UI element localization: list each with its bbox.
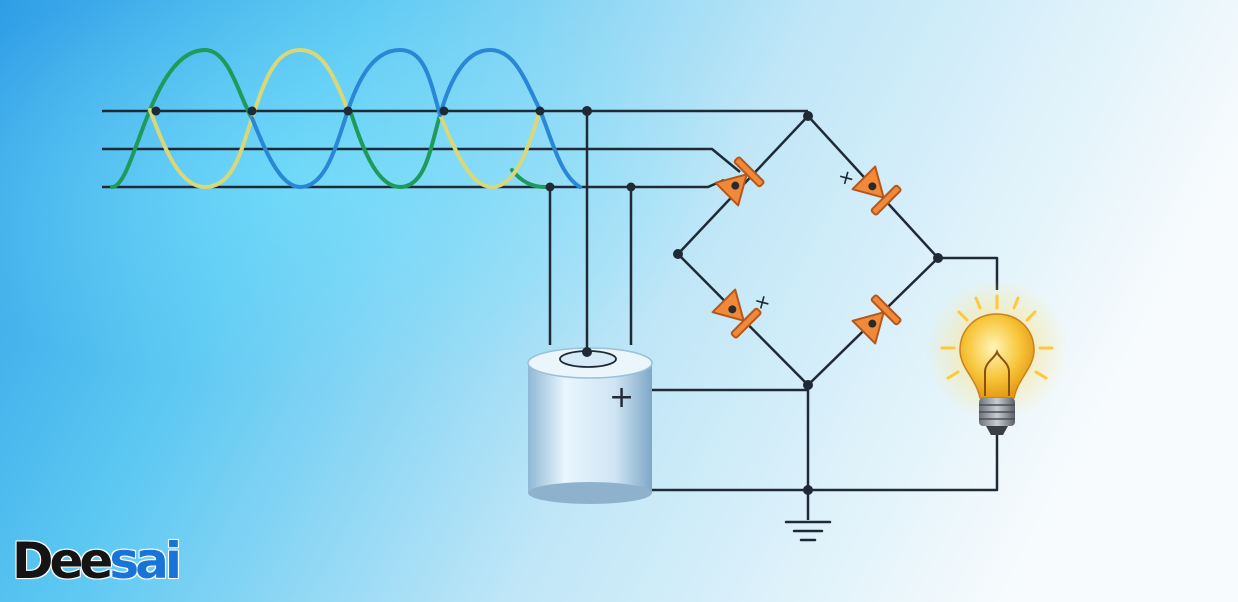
wave-yellow-2 (438, 108, 542, 190)
ground-icon (784, 520, 832, 542)
brand-text-part1: Dee (12, 532, 113, 590)
brand-logo: Deesai (12, 536, 182, 586)
wave-junctions (151, 106, 636, 192)
wave-green-1 (110, 47, 254, 189)
diode-mark-bottom: + (751, 288, 773, 316)
wave-green-2 (348, 108, 442, 190)
brand-text-part2: sai (109, 532, 182, 590)
capacitor-icon (527, 347, 653, 504)
light-bulb-icon (925, 278, 1069, 435)
wave-blue-2 (438, 47, 582, 189)
diode-mark-top: + (835, 163, 857, 191)
capacitor-polarity-label: + (609, 380, 634, 415)
three-phase-waves (110, 47, 582, 190)
